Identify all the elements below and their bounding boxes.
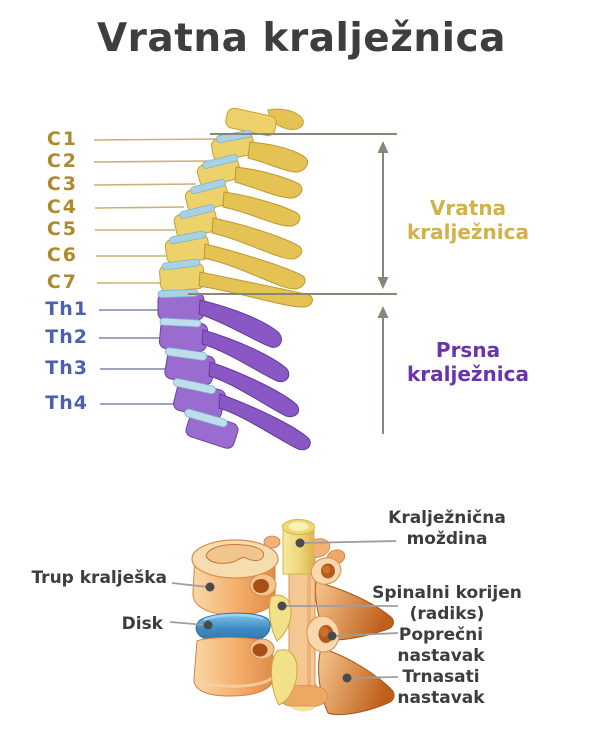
cervical-spinous-processes bbox=[198, 141, 313, 308]
vertebra-illustration bbox=[169, 519, 399, 716]
label-c3: C3 bbox=[46, 173, 78, 195]
disc-art bbox=[195, 612, 271, 644]
label-c7: C7 bbox=[46, 271, 78, 293]
label-th3: Th3 bbox=[45, 357, 88, 379]
label-th2: Th2 bbox=[45, 326, 88, 348]
thoracic-spine-art bbox=[157, 292, 311, 451]
thoracic-region-label: Prsna kralježnica bbox=[406, 338, 530, 386]
label-th4: Th4 bbox=[45, 392, 88, 414]
spinal-cord-label: Kralježnična moždina bbox=[388, 508, 506, 549]
annotation-leader-lines bbox=[169, 540, 399, 679]
label-c4: C4 bbox=[46, 196, 78, 218]
vertebral-body-upper bbox=[191, 539, 279, 616]
disc-label: Disk bbox=[121, 614, 163, 634]
spinous-process-label: Trnasati nastavak bbox=[397, 667, 485, 708]
label-c5: C5 bbox=[46, 218, 78, 240]
range-markers bbox=[188, 133, 397, 434]
arrow-heads bbox=[377, 141, 389, 318]
vertebral-body-label: Trup kralješka bbox=[31, 568, 167, 588]
spine-illustration bbox=[93, 107, 397, 451]
transverse-process-label: Poprečni nastavak bbox=[397, 625, 485, 666]
thoracic-spinous-processes bbox=[198, 299, 311, 451]
vertebral-body-lower bbox=[193, 637, 275, 697]
cervical-region-label: Vratna kralježnica bbox=[406, 196, 530, 244]
label-c1: C1 bbox=[46, 128, 78, 150]
annotation-dots bbox=[203, 538, 352, 683]
page-title: Vratna kralježnica bbox=[97, 16, 506, 61]
label-c2: C2 bbox=[46, 150, 78, 172]
spinal-cord-art bbox=[282, 519, 315, 575]
cervical-leader-lines bbox=[93, 138, 223, 284]
thoracic-leader-lines bbox=[99, 309, 179, 405]
disc-bands bbox=[157, 130, 253, 428]
label-th1: Th1 bbox=[45, 298, 88, 320]
label-c6: C6 bbox=[46, 244, 78, 266]
nerve-root-label: Spinalni korijen (radiks) bbox=[372, 583, 522, 624]
